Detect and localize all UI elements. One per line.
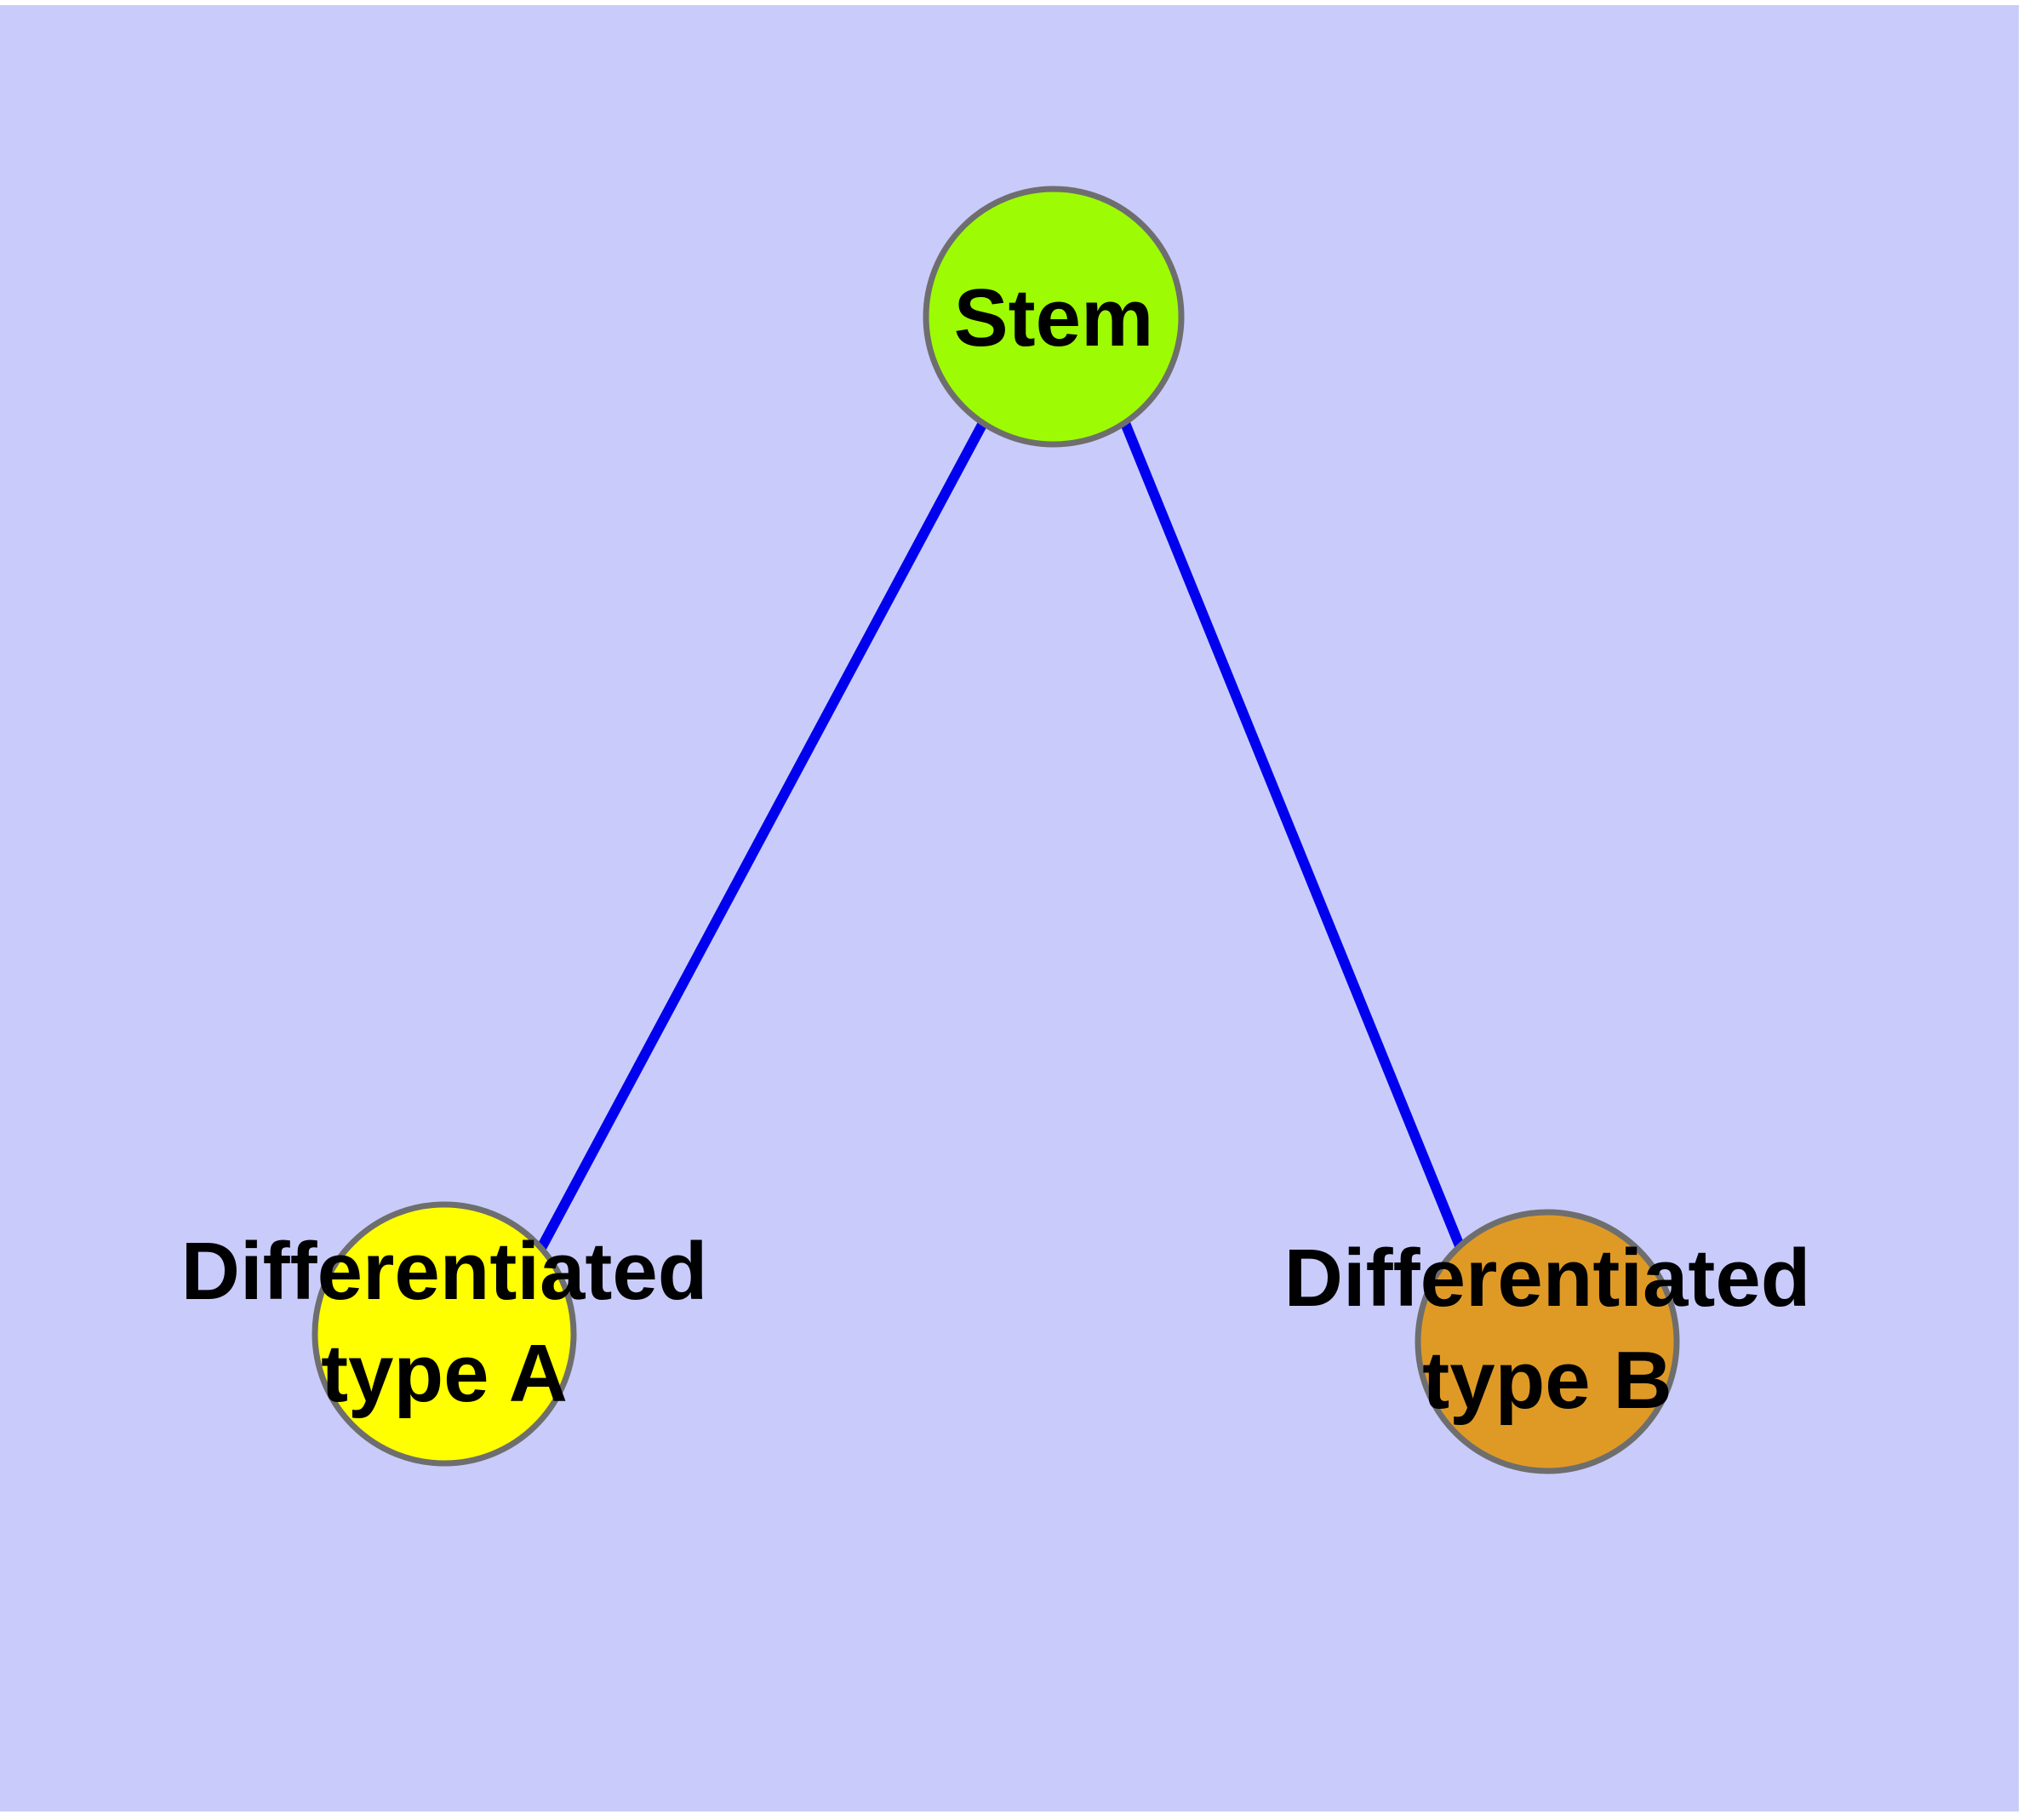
node-differentiated-type-b-label-line2: type B	[1422, 1335, 1672, 1426]
node-differentiated-type-b-label-line1: Differentiated	[1284, 1233, 1811, 1324]
edge-stem-to-differentiated-type-b[interactable]	[1120, 421, 1467, 1255]
node-differentiated-type-b[interactable]	[1415, 1209, 1680, 1474]
node-differentiated-type-a-label-line2: type A	[321, 1328, 568, 1419]
edge-group	[535, 421, 1467, 1255]
edge-stem-to-differentiated-type-a[interactable]	[535, 421, 988, 1252]
diagram-canvas: Stem Differentiated type A Differentiate…	[0, 5, 2019, 1811]
graph-svg: Stem Differentiated type A Differentiate…	[181, 186, 1811, 1474]
node-stem[interactable]	[923, 186, 1185, 448]
node-differentiated-type-a[interactable]	[311, 1201, 577, 1467]
node-group	[311, 186, 1680, 1474]
label-group: Stem Differentiated type A Differentiate…	[181, 272, 1811, 1426]
node-differentiated-type-a-label-line1: Differentiated	[181, 1226, 708, 1317]
node-stem-label: Stem	[954, 272, 1154, 363]
